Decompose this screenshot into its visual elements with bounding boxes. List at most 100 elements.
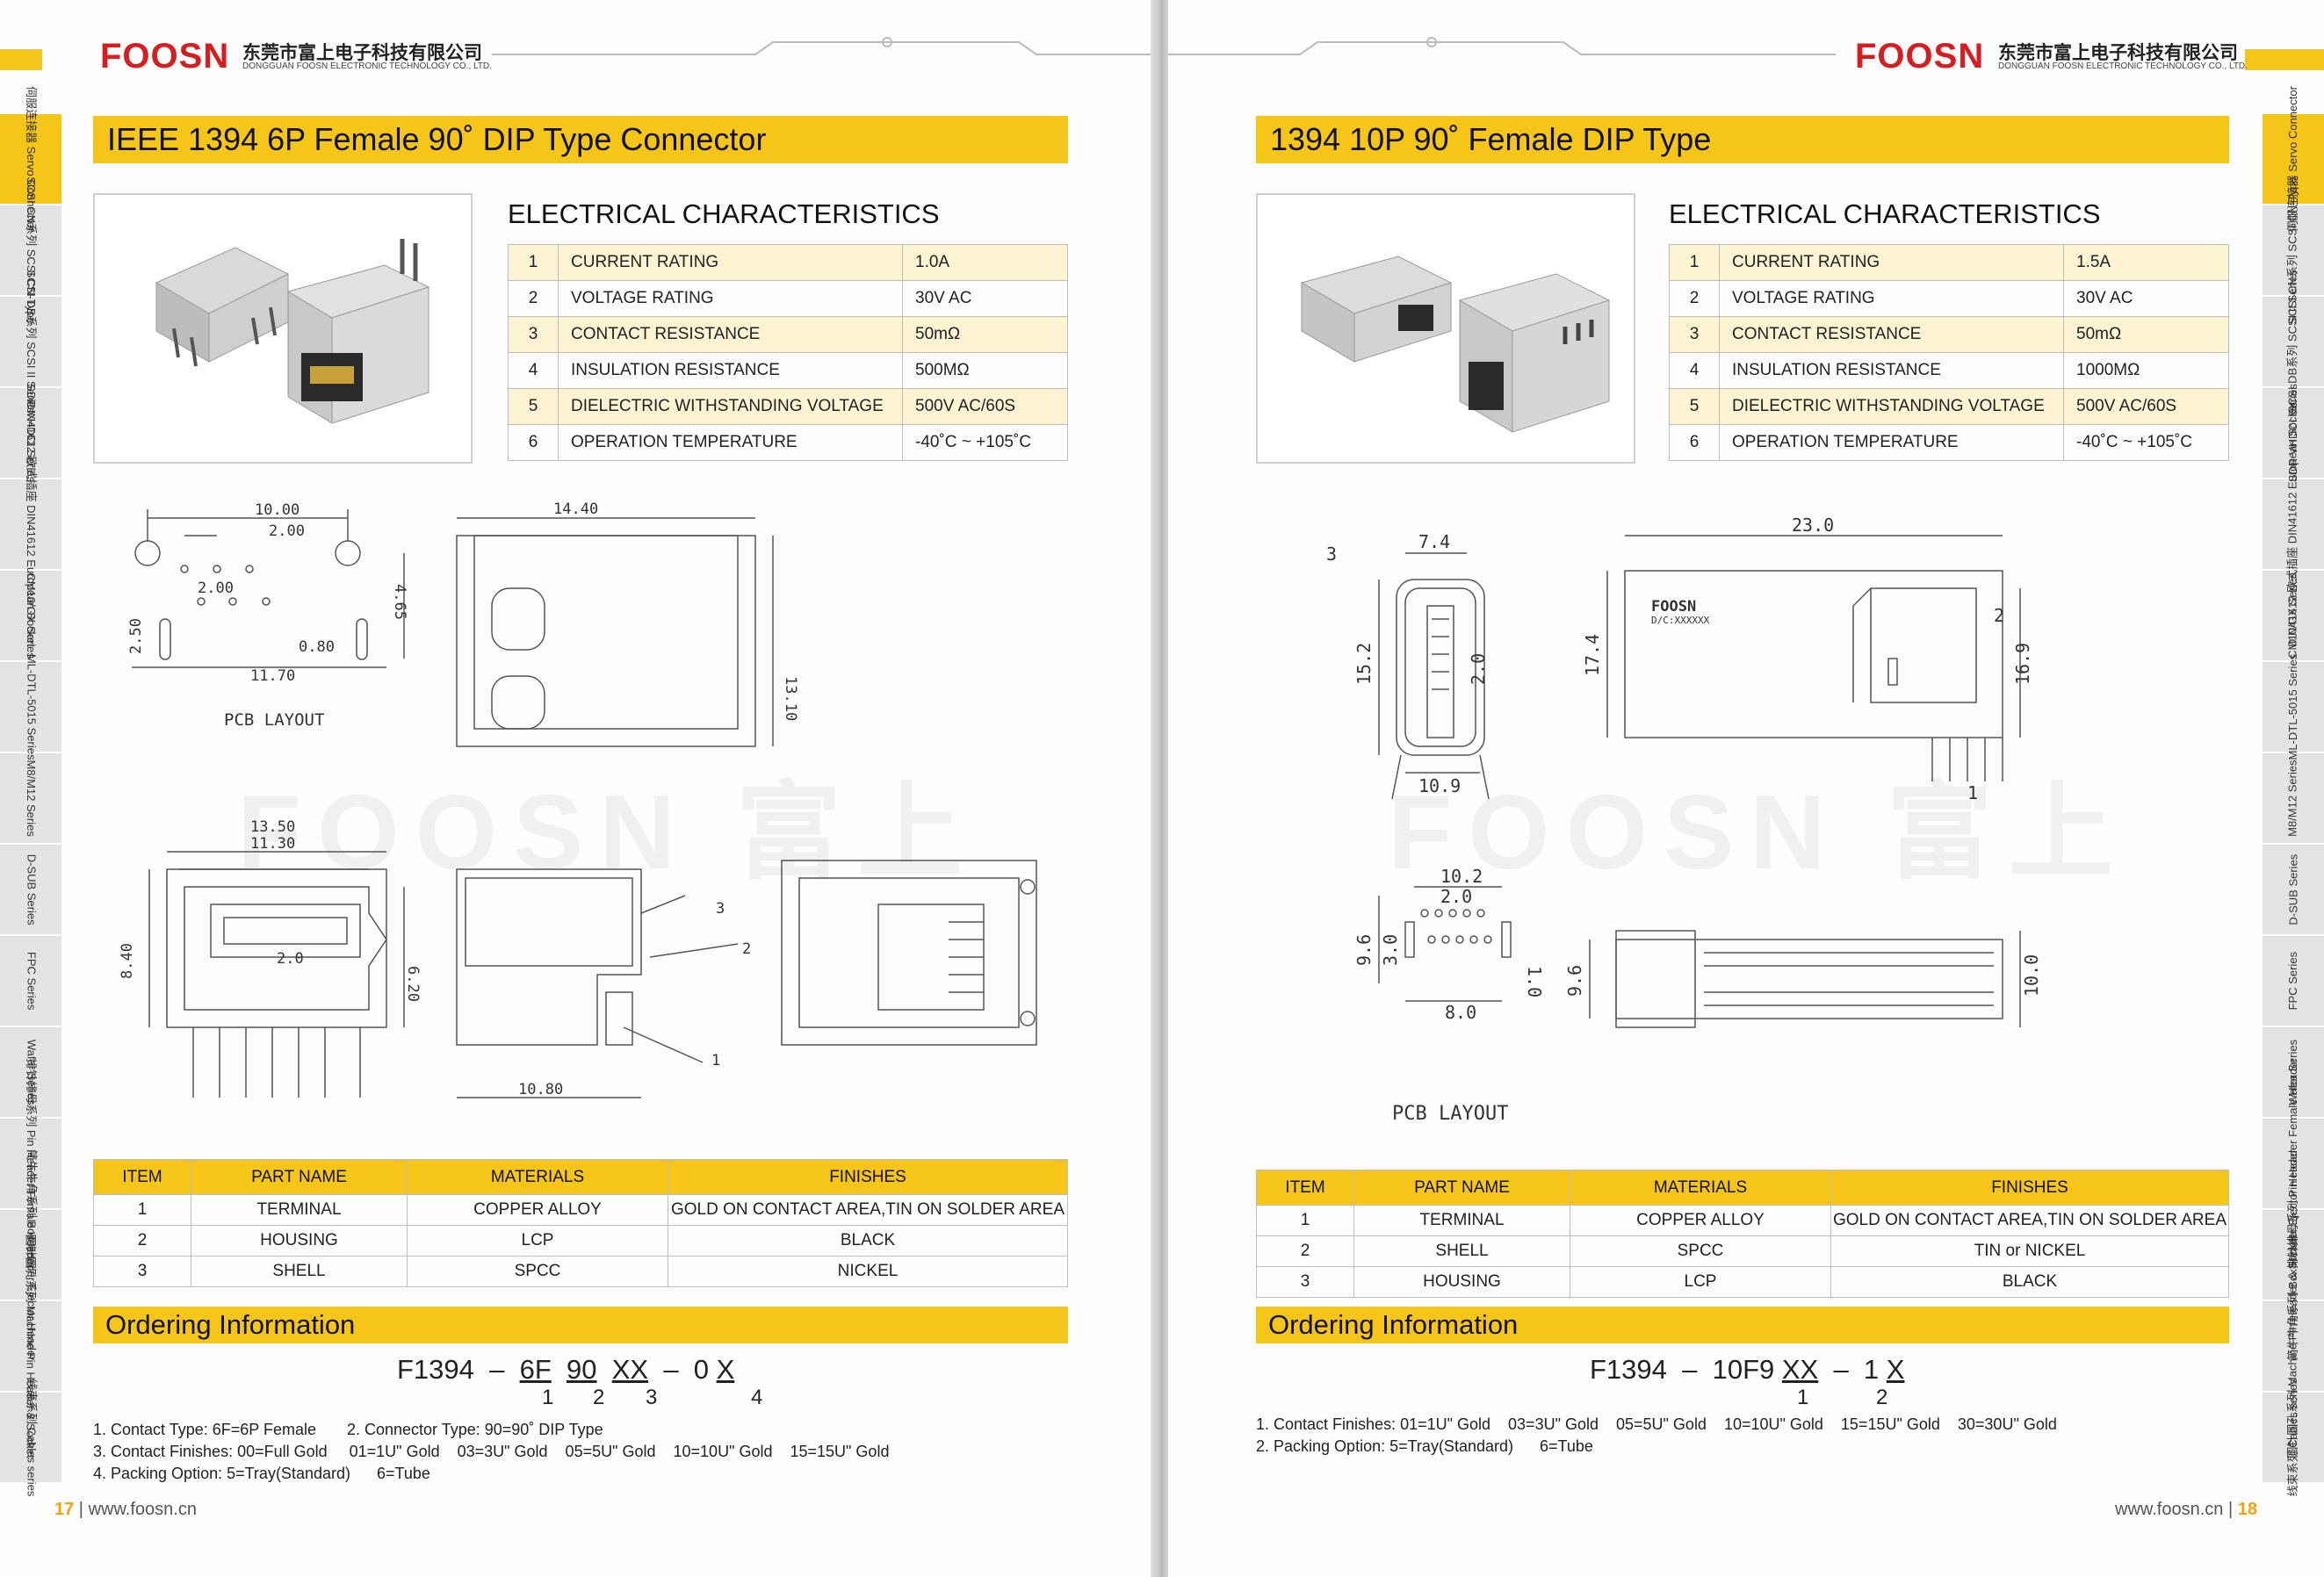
materials-cell: SPCC: [1570, 1235, 1831, 1267]
ec-value: 500MΩ: [902, 352, 1068, 389]
svg-text:16.9: 16.9: [2012, 643, 2033, 685]
materials-cell: HOUSING: [191, 1225, 408, 1257]
series-tab[interactable]: CM10/GX Series: [2263, 571, 2324, 662]
svg-text:2.0: 2.0: [277, 950, 304, 968]
series-tab[interactable]: SCSI CN系列 SCSI CN-Type: [2263, 176, 2324, 324]
materials-cell: HOUSING: [1353, 1266, 1570, 1298]
series-tab[interactable]: FPC Series: [2263, 936, 2324, 1027]
series-tab[interactable]: DIN41612 欧式插座 DIN41612 European Socket: [2263, 401, 2324, 647]
series-tab-label: FPC Series: [2285, 951, 2299, 1011]
series-tab[interactable]: ML-DTL-5015 Series: [0, 654, 61, 760]
right-page: FOOSN 东莞市富上电子科技有限公司 DONGGUAN FOOSN ELECT…: [1168, 0, 2324, 1577]
series-tab[interactable]: 线束系列 Cables series: [2263, 1379, 2324, 1496]
svg-text:15.2: 15.2: [1353, 643, 1375, 685]
part-number-pattern: F1394 – 6F 90 XX – 0 X: [397, 1354, 735, 1385]
series-tab[interactable]: M8/M12 Series: [0, 753, 61, 845]
materials-cell: GOLD ON CONTACT AREA,TIN ON SOLDER AREA: [1830, 1205, 2229, 1236]
company-name-cn: 东莞市富上电子科技有限公司: [1998, 43, 2238, 63]
svg-text:2.00: 2.00: [198, 580, 234, 597]
series-tab[interactable]: SCSI DB系列 SCSI II Series: [0, 270, 61, 414]
svg-text:2: 2: [1994, 605, 2004, 626]
svg-text:10.0: 10.0: [2021, 954, 2042, 997]
series-tab[interactable]: 圆针圆孔系列 Machine Pin Header & Socket: [0, 1234, 61, 1458]
ec-value: -40˚C ~ +105˚C: [2063, 424, 2229, 461]
part-number-pattern: F1394 – 10F9 XX – 1 X: [1590, 1354, 1905, 1385]
series-tab[interactable]: 圆针圆孔系列 Machine Pin Header & Socket: [2263, 1234, 2324, 1458]
svg-text:10.9: 10.9: [1418, 775, 1461, 796]
ec-heading: ELECTRICAL CHARACTERISTICS: [1669, 198, 2101, 229]
series-tab[interactable]: Wafer Series: [0, 1027, 61, 1119]
svg-text:14.40: 14.40: [553, 500, 598, 518]
pn-index-3: 3: [646, 1386, 658, 1409]
svg-text:10.00: 10.00: [255, 501, 300, 519]
ec-value: 1.0A: [902, 244, 1068, 281]
ec-parameter: CONTACT RESISTANCE: [558, 316, 903, 353]
product-photo: [93, 193, 473, 464]
pn-index-2: 2: [593, 1386, 605, 1409]
svg-text:4.65: 4.65: [391, 584, 408, 620]
ec-value: 50mΩ: [2063, 316, 2229, 353]
materials-cell: SPCC: [407, 1256, 668, 1287]
svg-text:10.2: 10.2: [1440, 866, 1483, 887]
series-tab[interactable]: SDR VHDCI Series: [0, 384, 61, 482]
materials-cell: SHELL: [191, 1256, 408, 1287]
series-tab[interactable]: ML-DTL-5015 Series: [2263, 654, 2324, 760]
series-tab[interactable]: 简牛牛角系列 Box Header Ejector Header: [0, 1149, 61, 1360]
series-tab[interactable]: CM10/GX Series: [0, 571, 61, 662]
materials-cell: LCP: [1570, 1266, 1831, 1298]
series-tab-label: 线束系列 Cables series: [25, 1378, 39, 1497]
svg-text:3: 3: [1326, 544, 1337, 565]
svg-text:8.0: 8.0: [1445, 1002, 1476, 1023]
connector-photo-illustration: [1300, 256, 1611, 433]
technical-drawing: 7.4 15.2 2.0 10.9 23.0 17.4 16.9 10.2 2.…: [1326, 515, 2042, 1125]
series-tab[interactable]: SCSI CN系列 SCSI CN-Type: [0, 176, 61, 324]
ordering-heading: Ordering Information: [93, 1307, 1068, 1343]
left-page: FOOSN 东莞市富上电子科技有限公司 DONGGUAN FOOSN ELECT…: [0, 0, 1151, 1577]
series-tab[interactable]: 伺服连接器 Servo Connector: [2263, 86, 2324, 232]
ec-parameter: DIELECTRIC WITHSTANDING VOLTAGE: [1719, 388, 2064, 425]
page-footer: www.foosn.cn | 18: [2115, 1500, 2257, 1519]
svg-text:11.70: 11.70: [250, 667, 295, 685]
materials-header-cell: MATERIALS: [1570, 1170, 1831, 1206]
company-name-en: DONGGUAN FOOSN ELECTRONIC TECHNOLOGY CO.…: [242, 61, 492, 71]
ec-index: 1: [508, 244, 559, 281]
circuit-decoration: [1168, 37, 1836, 55]
series-tab[interactable]: 排针排母系列 Pin Header Female Header: [2263, 1058, 2324, 1269]
housing-datecode: D/C:XXXXXX: [1651, 615, 1710, 626]
materials-cell: BLACK: [1830, 1266, 2229, 1298]
series-tab-label: 线束系列 Cables series: [2285, 1378, 2299, 1497]
brand-logo: FOOSN: [100, 37, 230, 76]
page-number: 18: [2237, 1500, 2257, 1519]
materials-header-cell: ITEM: [93, 1159, 191, 1195]
series-tab[interactable]: SCSI DB系列 SCSI II Series: [2263, 270, 2324, 414]
ec-parameter: OPERATION TEMPERATURE: [558, 424, 903, 461]
pn-index-2: 2: [1876, 1386, 1888, 1409]
ec-index: 2: [508, 280, 559, 317]
series-tab[interactable]: SDR VHDCI Series: [2263, 384, 2324, 482]
series-tab-label: CM10/GX Series: [25, 572, 39, 659]
series-tab[interactable]: 伺服连接器 Servo Connector: [0, 86, 61, 232]
series-tab[interactable]: Wafer Series: [2263, 1027, 2324, 1119]
series-tab[interactable]: D-SUB Series: [2263, 845, 2324, 936]
svg-text:2.0: 2.0: [1468, 653, 1489, 685]
series-tab-label: M8/M12 Series: [25, 760, 39, 837]
materials-cell: TERMINAL: [1353, 1205, 1570, 1236]
product-photo: [1256, 193, 1635, 464]
series-tab-label: ML-DTL-5015 Series: [2285, 653, 2299, 760]
series-tab[interactable]: 线束系列 Cables series: [0, 1379, 61, 1496]
series-tab[interactable]: FPC Series: [0, 936, 61, 1027]
series-tab[interactable]: M8/M12 Series: [2263, 753, 2324, 845]
series-tab[interactable]: DIN41612 欧式插座 DIN41612 European Socket: [0, 401, 61, 647]
series-tab[interactable]: D-SUB Series: [0, 845, 61, 936]
ec-value: 500V AC/60S: [2063, 388, 2229, 425]
series-tab[interactable]: 排针排母系列 Pin Header Female Header: [0, 1058, 61, 1269]
series-tab[interactable]: 简牛牛角系列 Box Header Ejector Header: [2263, 1149, 2324, 1360]
ec-parameter: INSULATION RESISTANCE: [558, 352, 903, 389]
series-tab-label: M8/M12 Series: [2285, 760, 2299, 837]
materials-header-cell: PART NAME: [191, 1159, 408, 1195]
materials-cell: TIN or NICKEL: [1830, 1235, 2229, 1267]
